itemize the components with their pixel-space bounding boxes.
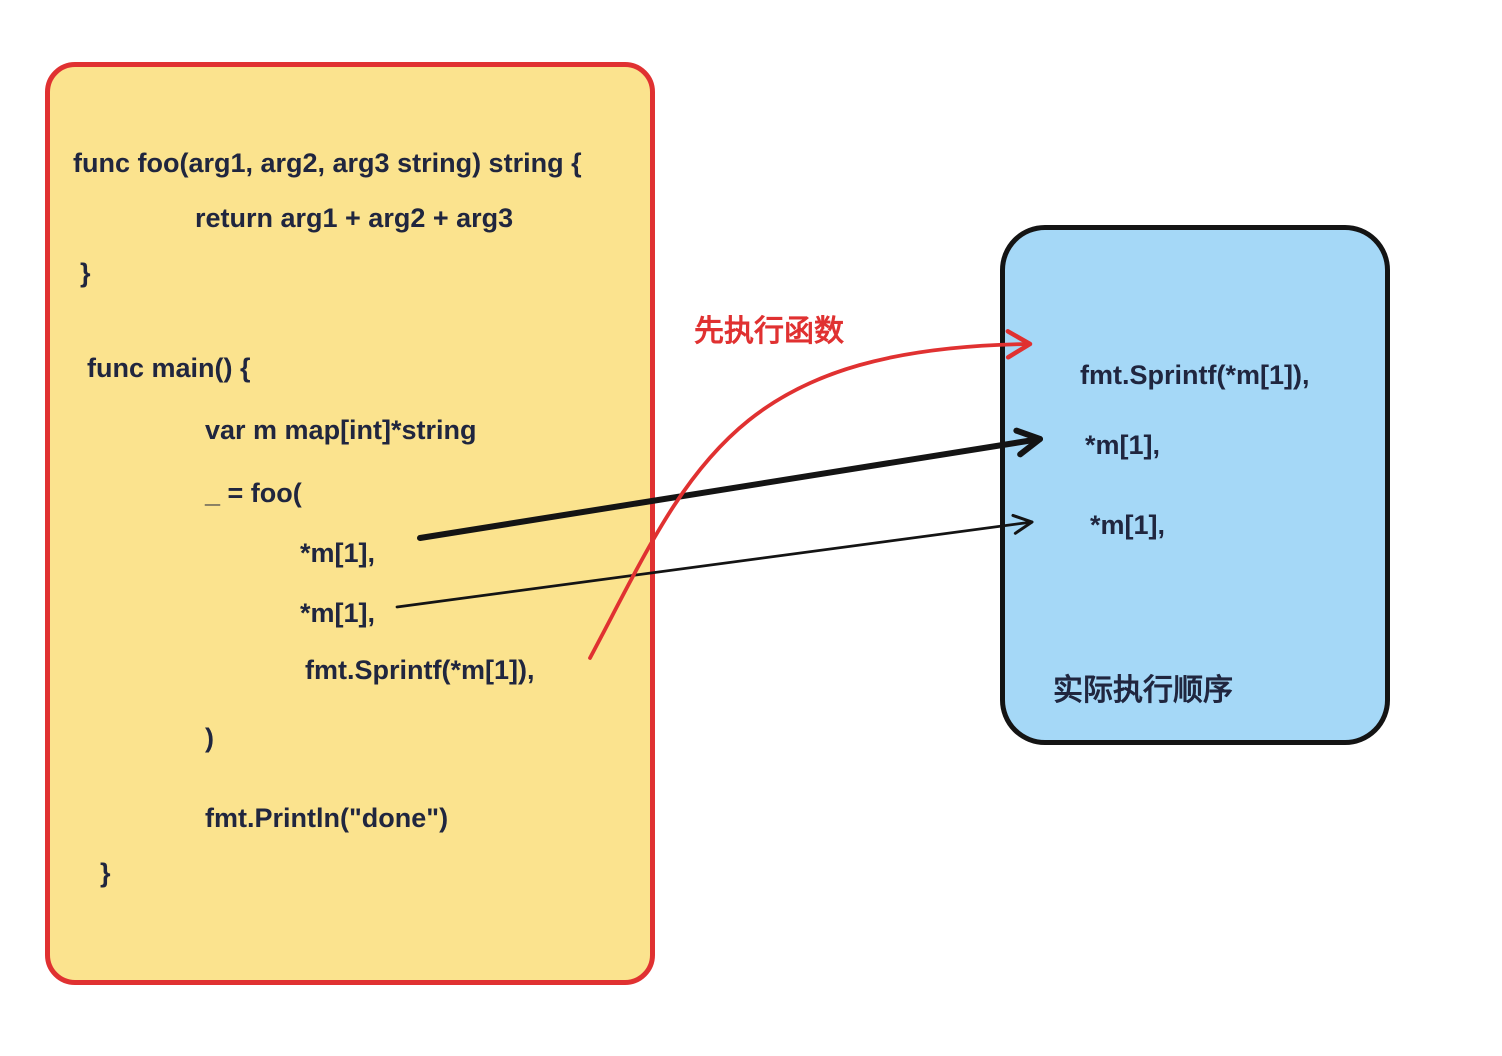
exec-line: *m[1], xyxy=(1090,510,1166,540)
execution-order-caption: 实际执行顺序 xyxy=(1053,674,1233,707)
source-code-box: func foo(arg1, arg2, arg3 string) string… xyxy=(45,62,655,985)
red-curved-arrow xyxy=(588,329,1033,660)
code-line: *m[1], xyxy=(300,598,376,628)
code-line: *m[1], xyxy=(300,538,376,568)
exec-line: fmt.Sprintf(*m[1]), xyxy=(1080,360,1310,390)
code-line: _ = foo( xyxy=(205,478,302,508)
code-line: fmt.Sprintf(*m[1]), xyxy=(305,655,535,685)
code-line: } xyxy=(100,858,111,888)
exec-line: *m[1], xyxy=(1085,430,1161,460)
code-line: func main() { xyxy=(87,353,251,383)
code-line: func foo(arg1, arg2, arg3 string) string… xyxy=(73,148,582,178)
code-line: fmt.Println("done") xyxy=(205,803,449,833)
code-line: return arg1 + arg2 + arg3 xyxy=(195,203,514,233)
red-arrow-label: 先执行函数 xyxy=(694,315,844,348)
code-line: ) xyxy=(205,723,214,753)
code-line: } xyxy=(80,258,91,288)
code-line: var m map[int]*string xyxy=(205,415,477,445)
execution-order-box: fmt.Sprintf(*m[1]), *m[1], *m[1], 实际执行顺序 xyxy=(1000,225,1390,745)
